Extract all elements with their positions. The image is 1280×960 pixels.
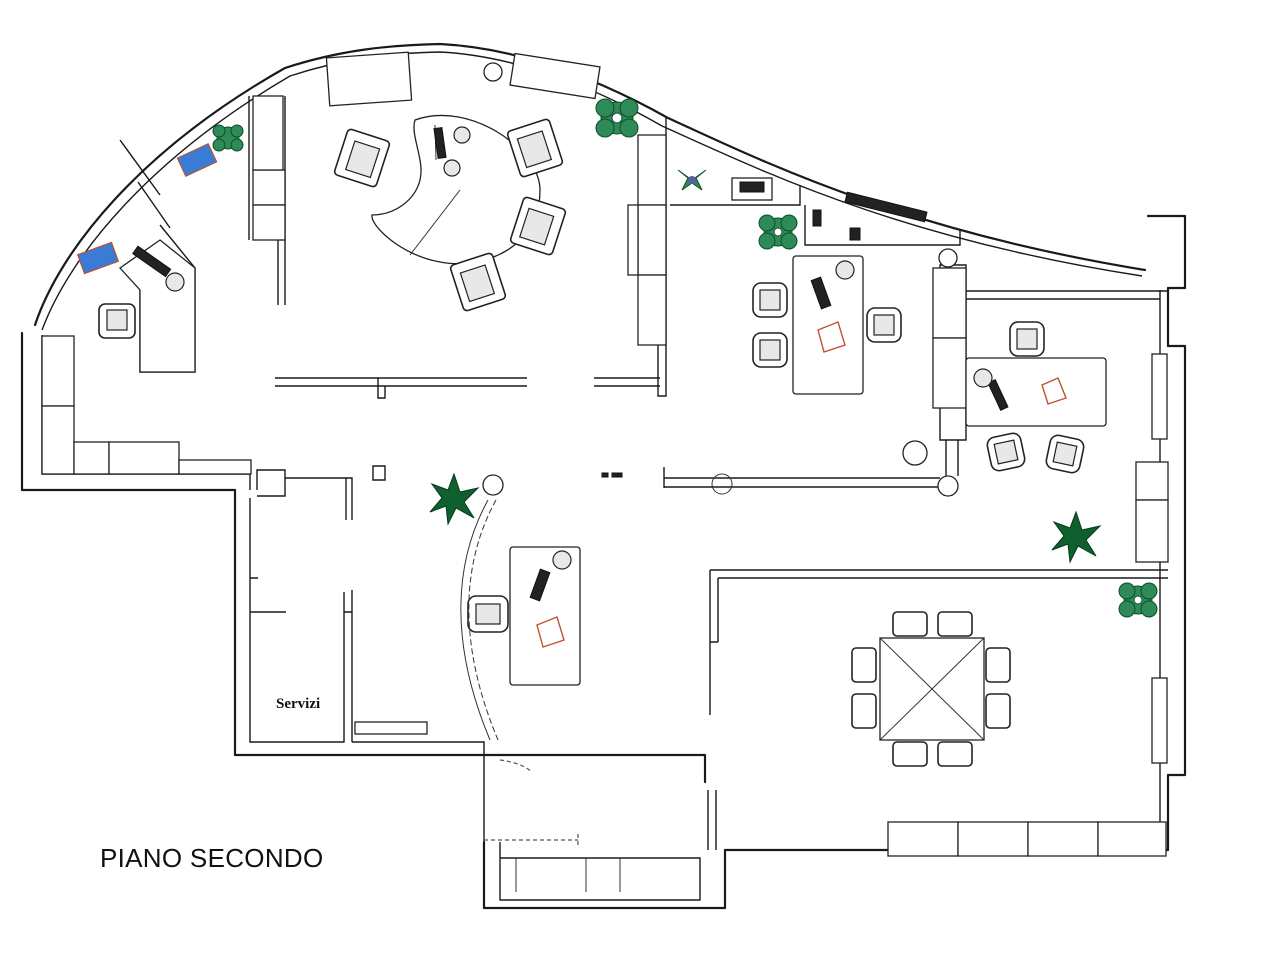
- columns: [482, 62, 959, 497]
- cabinets: [41, 51, 1169, 857]
- printer-area: [76, 142, 928, 275]
- markers: [601, 472, 623, 478]
- reception-desk: [371, 114, 541, 265]
- plant-icon: [212, 98, 1158, 618]
- desks: [119, 239, 1107, 686]
- conference-table-icon: [851, 611, 1011, 767]
- floor-title: PIANO SECONDO: [100, 843, 324, 873]
- printer-icon: [76, 142, 218, 275]
- room-label-services: Servizi: [276, 696, 321, 712]
- curved-partition: [460, 499, 533, 773]
- chairs: [98, 118, 1085, 633]
